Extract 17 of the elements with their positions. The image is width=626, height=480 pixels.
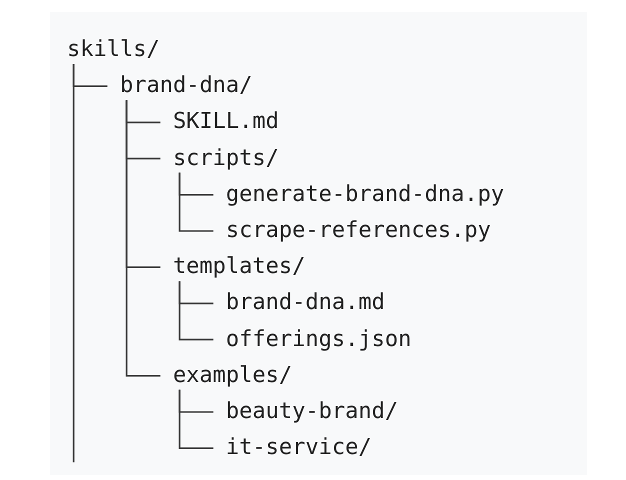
tree-connector [178,390,214,449]
tree-connector [72,64,74,462]
file-name: scrape-references.py [226,217,491,245]
file-name: SKILL.md [172,108,279,136]
file-name: offerings.json [226,326,412,354]
folder-name: beauty-brand/ [226,398,398,426]
tree-connector [178,172,214,232]
file-name: generate-brand-dna.py [226,180,504,209]
folder-name: scripts/ [172,144,279,173]
tree-connector [126,100,160,377]
folder-name: templates/ [172,253,306,282]
folder-name: it-service/ [226,434,372,462]
folder-name: brand-dna/ [120,72,252,100]
file-name: brand-dna.md [226,289,385,318]
folder-name: examples/ [172,362,292,390]
tree-connector [178,281,214,340]
folder-name: skills/ [67,36,160,64]
